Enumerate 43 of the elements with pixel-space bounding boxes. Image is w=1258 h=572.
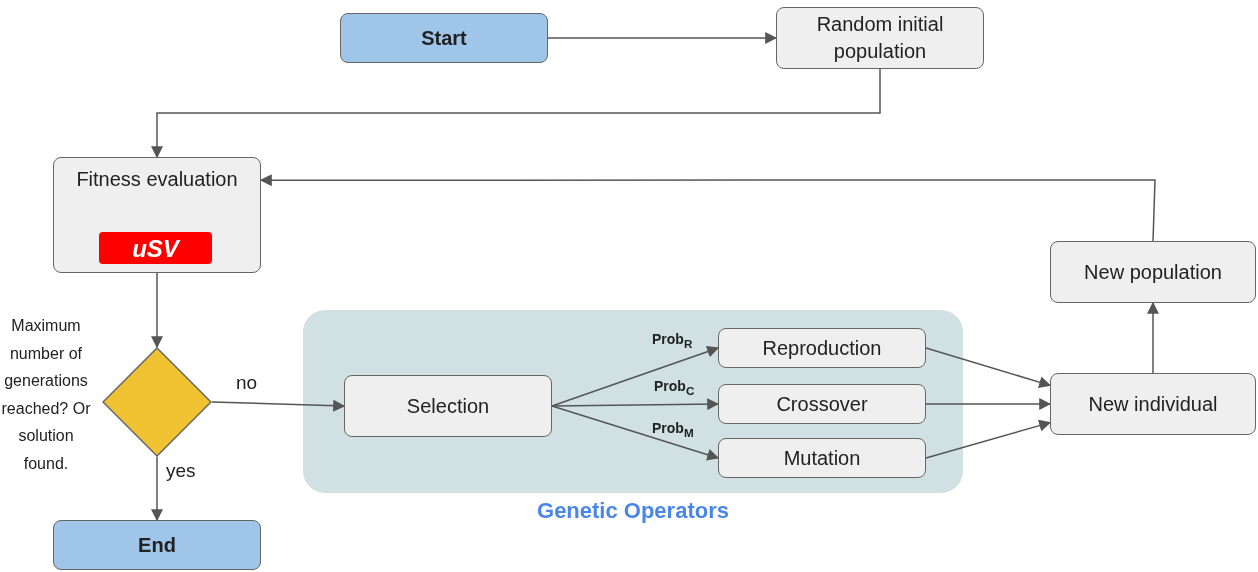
process-box [776,7,984,69]
arrow [151,272,163,349]
arrow [211,399,346,412]
arrow [551,405,720,461]
arrow [151,68,881,159]
node-text: Reproduction [762,335,882,361]
node-text: Crossover [776,391,868,417]
process-box [1050,241,1256,303]
arrow [925,398,1052,410]
process-box [718,328,926,368]
node-text: Selection [406,393,490,419]
node-text: New population [1084,259,1222,285]
tag-text: uSV [132,234,179,262]
node-text: New individual [1088,391,1218,417]
edge-label: no [236,372,258,394]
edge-label: yes [166,460,196,482]
node-text: Random initial population [815,12,945,64]
edge-label: Prob$_{M}$ [652,420,694,439]
arrow [551,398,720,411]
node-text: Mutation [783,445,861,471]
terminal-box [340,13,548,63]
note-text: Maximum number of generations reached? Or solution found. [0,316,92,474]
arrow [1147,301,1159,374]
process-box [344,375,552,437]
arrow [551,345,720,407]
arrow [151,456,163,522]
arrow [925,347,1052,389]
process-box [53,157,261,273]
edge-label: Prob$_{C}$ [654,378,695,397]
arrow [547,32,778,44]
edge-label: Prob$_{R}$ [652,331,693,350]
decision-diamond [102,347,212,457]
node-text: Fitness evaluation [76,167,238,192]
terminal-box [53,520,261,570]
tag-box [99,232,212,264]
node-text: End [138,532,176,558]
group-title: Genetic Operators [536,498,730,524]
node-text: Start [421,25,467,51]
process-box [1050,373,1256,435]
process-box [718,438,926,478]
arrow [925,419,1052,459]
arrow [259,174,1156,242]
process-box [718,384,926,424]
